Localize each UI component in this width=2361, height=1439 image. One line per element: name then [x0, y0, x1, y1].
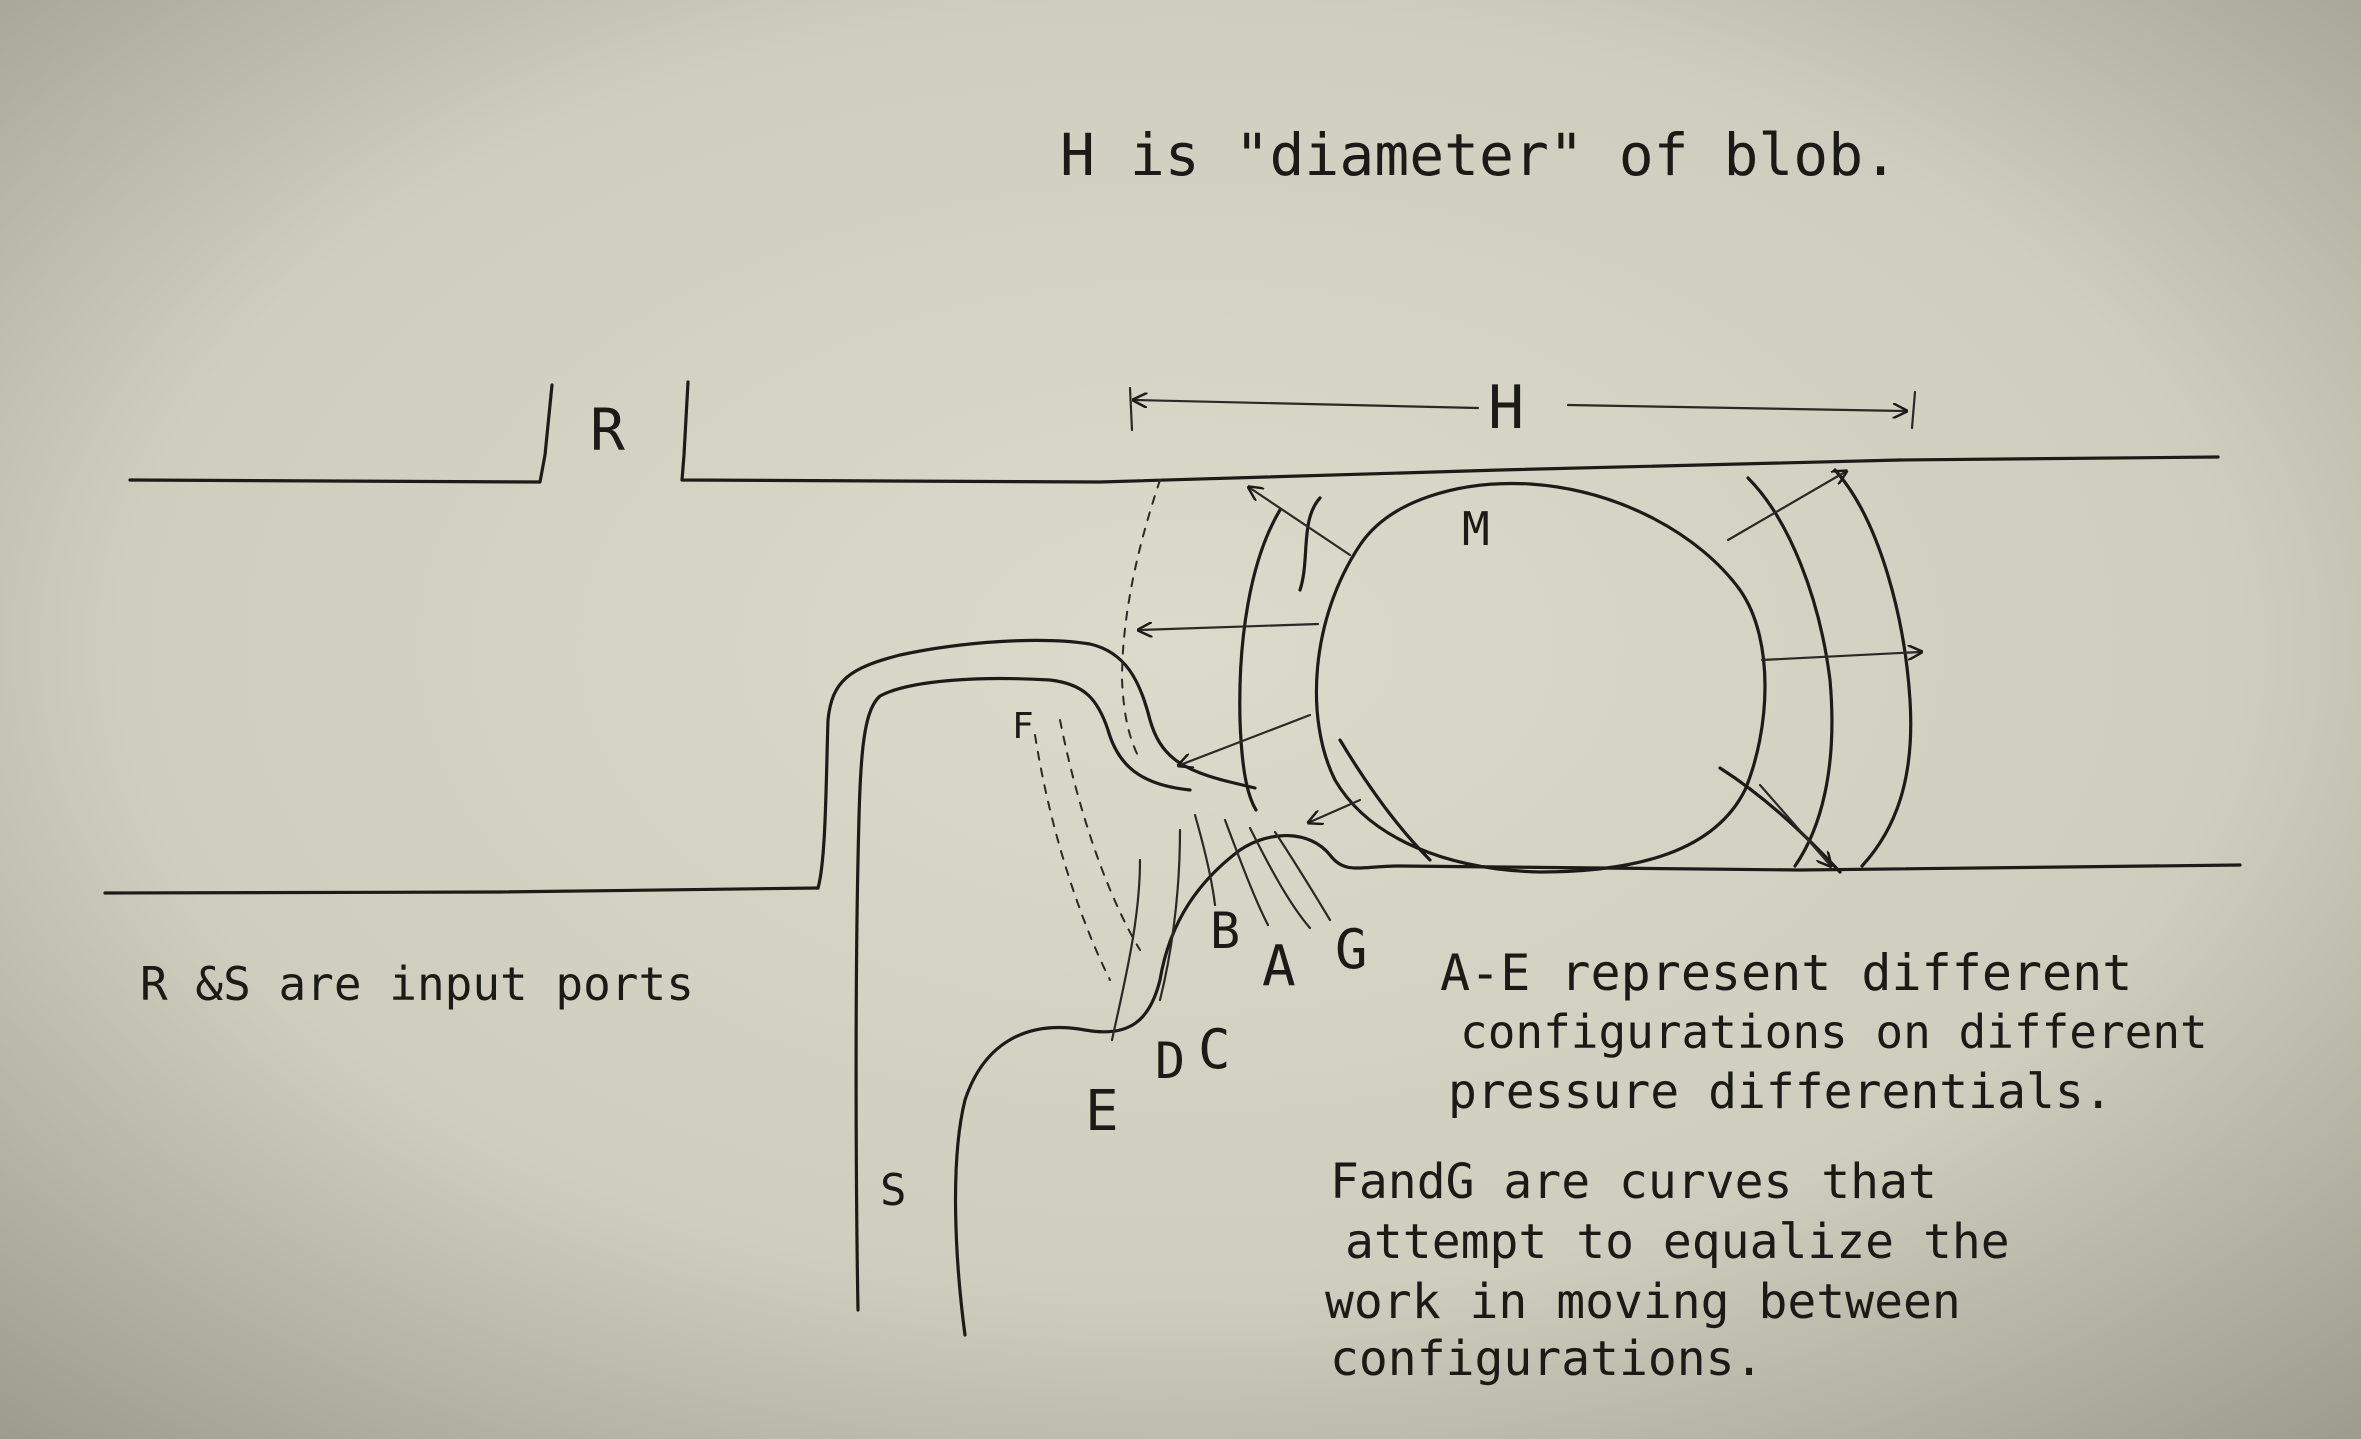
label-config-c: C [1198, 1018, 1231, 1081]
note-curves-line4: configurations. [1330, 1331, 1763, 1387]
note-ports: R &S are input ports [140, 957, 694, 1011]
note-configs-line2: configurations on different [1460, 1005, 2208, 1059]
label-port-s: S [880, 1165, 907, 1216]
label-port-r: R [590, 396, 625, 464]
label-blob-m: M [1462, 502, 1490, 556]
channel-walls [103, 380, 2242, 1337]
label-curve-g: G [1335, 918, 1368, 981]
label-dimension-h: H [1488, 373, 1524, 443]
note-curves-line1: FandG are curves that [1330, 1154, 1937, 1210]
label-config-d: D [1155, 1032, 1185, 1090]
expansion-arrows [1140, 472, 1920, 865]
label-config-a: A [1262, 934, 1296, 999]
blob-m [1314, 481, 1767, 874]
label-config-b: B [1210, 902, 1240, 960]
configuration-curves [1120, 468, 1913, 874]
h-dimension [1128, 386, 1917, 432]
text-annotations: H is "diameter" of blob. R H M F B A G D… [140, 121, 2208, 1387]
note-curves-line3: work in moving between [1325, 1274, 1961, 1330]
label-config-e: E [1085, 1079, 1119, 1144]
label-curve-f: F [1012, 706, 1034, 747]
note-configs-line3: pressure differentials. [1448, 1064, 2113, 1120]
note-configs-line1: A-E represent different [1440, 944, 2132, 1002]
note-title: H is "diameter" of blob. [1060, 121, 1898, 189]
config-lines-ae [1034, 719, 1332, 1042]
note-curves-line2: attempt to equalize the [1345, 1214, 2010, 1270]
